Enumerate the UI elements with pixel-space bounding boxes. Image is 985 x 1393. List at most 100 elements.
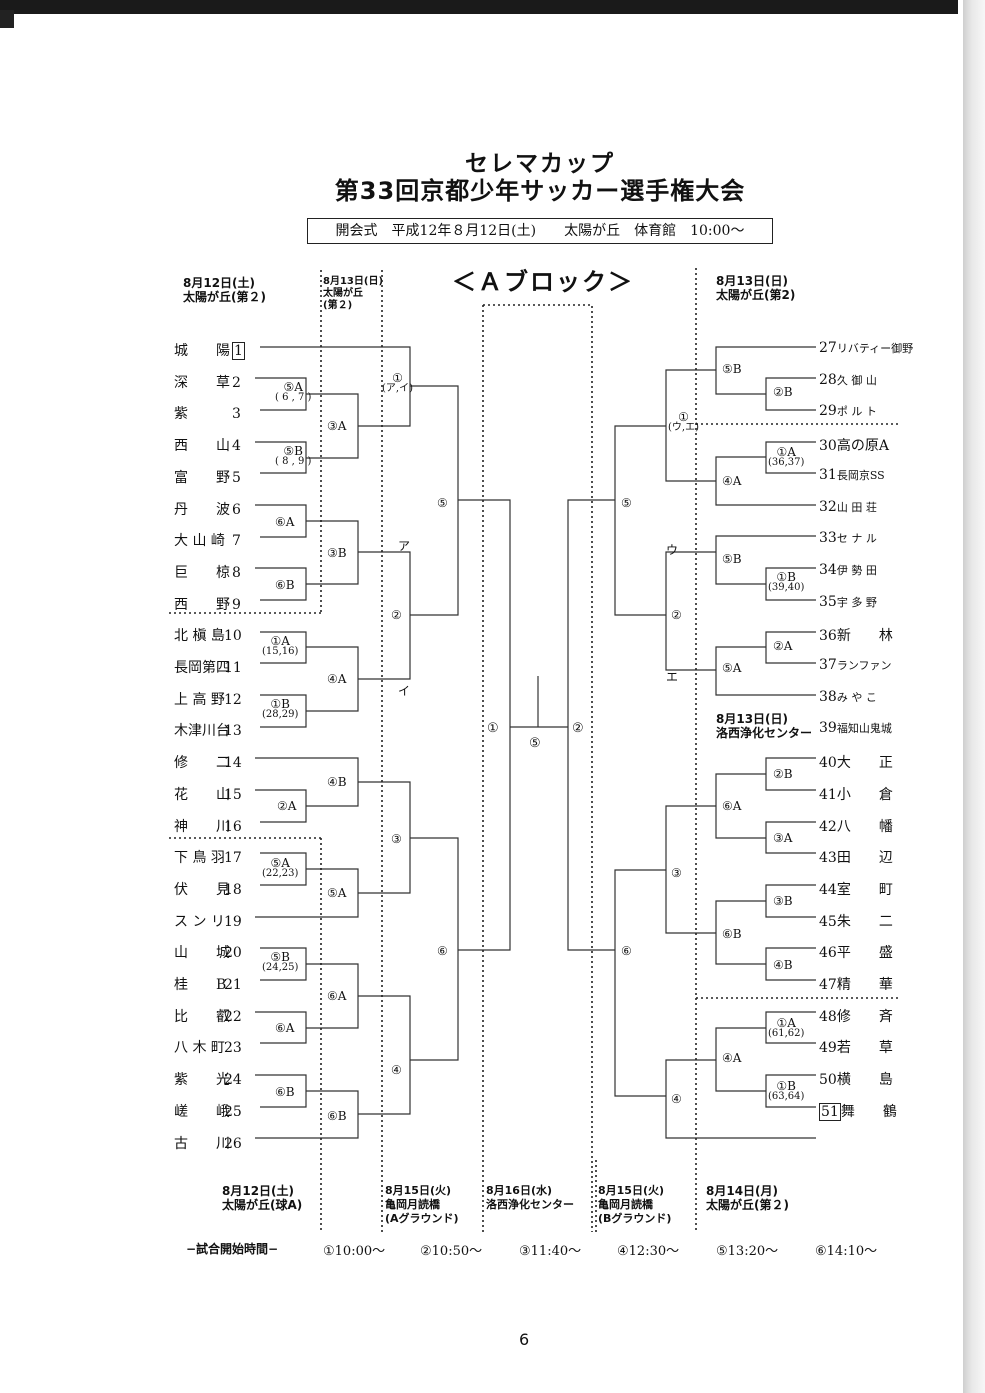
match-label: ③ (671, 867, 682, 879)
team-row-left: 紫 光24 (174, 1069, 256, 1089)
team-number: 15 (224, 786, 242, 803)
venue-date: 8月12日(土) (222, 1184, 295, 1198)
team-number: 35 (819, 593, 837, 610)
time-slot-1: ①10:00〜 (323, 1244, 386, 1259)
team-name: 紫 光 (174, 1072, 230, 1089)
venue-place: 亀岡月読橋 (385, 1198, 440, 1211)
match-id: ② (671, 608, 682, 622)
team-name: ランファン (836, 659, 892, 672)
match-label: ①A(61,62) (768, 1017, 804, 1039)
team-number: 46 (819, 945, 837, 962)
match-label: ④A (722, 1052, 741, 1064)
match-label: ⑥ (437, 945, 448, 957)
team-row-right: 36新 林 (819, 625, 893, 645)
team-row-right: 31長岡京SS (819, 467, 885, 483)
team-number: 1 (232, 342, 245, 360)
match-label: ⑥A (275, 1022, 294, 1034)
team-number: 43 (819, 850, 837, 867)
marker-a: ア (398, 539, 411, 553)
bracket-line (765, 631, 816, 664)
page-number: 6 (519, 1330, 530, 1349)
match-label: ⑤B(24,25) (262, 951, 298, 973)
bracket-line (665, 805, 716, 934)
team-number: 18 (224, 881, 242, 898)
bracket-line (715, 535, 816, 585)
team-row-right: 50横 島 (819, 1069, 893, 1089)
match-id: ⑤B (722, 362, 742, 376)
match-source: (39,40) (768, 582, 805, 593)
team-row-right: 42八 幡 (819, 816, 893, 836)
match-source: ( 8 , 9 ) (275, 456, 312, 467)
team-name: 上 高 野 (174, 691, 225, 708)
marker-u: ウ (666, 543, 679, 557)
venue-divider (483, 304, 593, 1232)
marker-e: エ (666, 670, 679, 684)
team-number: 39 (819, 720, 837, 737)
match-id: ⑥A (327, 989, 347, 1003)
match-label: ②A (277, 800, 296, 812)
team-number: 6 (232, 501, 241, 518)
match-id: ③B (773, 894, 793, 908)
team-number: 25 (224, 1103, 242, 1120)
bracket-line (665, 369, 716, 482)
match-id: ②A (277, 799, 297, 813)
match-id: ④A (327, 672, 347, 686)
final-label: ⑤ (529, 736, 541, 751)
team-row-left: 下 鳥 羽17 (174, 847, 256, 867)
venue-bottom-mid-1: 8月15日(火) 亀岡月読橋 (Aグラウンド) (385, 1184, 459, 1226)
match-label: ③A (773, 832, 792, 844)
semi-left-label: ① (487, 721, 499, 736)
team-row-right: 48修 斉 (819, 1006, 893, 1026)
bracket-line (715, 646, 816, 696)
team-name: 富 野 (174, 469, 230, 486)
time-slot-6: ⑥14:10〜 (815, 1244, 878, 1259)
bracket-line (765, 1011, 816, 1044)
team-name: 新 林 (836, 628, 893, 645)
team-number: 42 (819, 818, 837, 835)
team-row-left: 嵯 峨25 (174, 1101, 256, 1121)
team-name: 巨 椋 (174, 564, 230, 581)
team-row-right: 27リバティー御野 (819, 340, 913, 356)
match-label: ⑤A( 6 , 7 ) (275, 381, 311, 403)
venue-place: 太陽が丘 (323, 288, 363, 299)
team-row-right: 28久 御 山 (819, 372, 877, 388)
team-row-right: 43田 辺 (819, 847, 893, 867)
team-row-right: 47精 華 (819, 974, 893, 994)
match-id: ⑤A (327, 886, 347, 900)
match-label: ⑤ (437, 497, 448, 509)
team-row-left: 比 叡22 (174, 1006, 256, 1026)
match-id: ⑥B (722, 927, 742, 941)
team-name: 八 木 町 (174, 1040, 225, 1057)
match-id: ②B (773, 767, 793, 781)
team-number: 5 (232, 469, 241, 486)
match-label: ③B (773, 895, 793, 907)
match-label: ⑥A (327, 990, 346, 1002)
match-source: (24,25) (262, 962, 299, 973)
team-name: 福知山鬼城 (836, 722, 892, 736)
team-number: 40 (819, 755, 837, 772)
team-row-right: 49若 草 (819, 1037, 893, 1057)
team-number: 37 (819, 657, 837, 673)
opening-ceremony-box: 開会式 平成12年８月12日(土) 太陽が丘 体育館 10:00〜 (307, 218, 773, 244)
match-label: ③B (327, 547, 347, 559)
team-row-right: 40大 正 (819, 752, 893, 772)
match-id: ⑤A (722, 661, 742, 675)
bracket-line (765, 821, 816, 854)
team-name: み や こ (836, 690, 877, 704)
team-name: 西 野 (174, 596, 230, 613)
team-row-left: 木津川台13 (174, 720, 256, 740)
team-number: 28 (819, 371, 837, 388)
team-row-left: 古 川26 (174, 1133, 256, 1153)
team-row-left: ス ン リ19 (174, 911, 256, 931)
team-name: 嵯 峨 (174, 1103, 230, 1120)
venue-place: 太陽が丘(球A) (222, 1198, 303, 1212)
match-id: ①B (776, 570, 796, 584)
venue-place-detail: (Bグラウンド) (598, 1212, 672, 1225)
team-number: 31 (819, 466, 837, 483)
team-name: リバティー御野 (836, 342, 914, 355)
venue-bottom-mid-3: 8月15日(火) 亀岡月読橋 (Bグラウンド) (598, 1184, 671, 1226)
team-name: 宇 多 野 (836, 595, 877, 609)
